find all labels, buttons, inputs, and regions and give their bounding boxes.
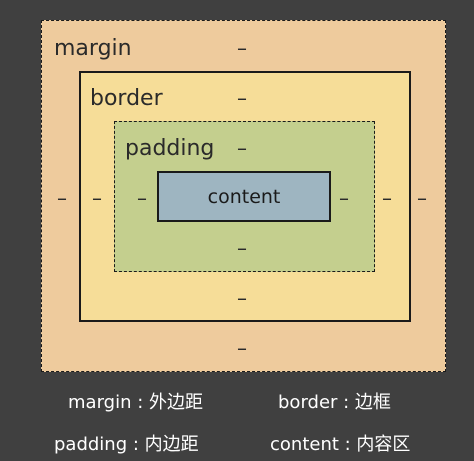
content-label: content — [207, 185, 281, 208]
padding-top-value: – — [237, 136, 247, 160]
legend-content: content : 内容区 — [270, 434, 411, 455]
border-bottom-value: – — [237, 286, 247, 310]
legend-border: border : 边框 — [278, 392, 391, 413]
legend-padding: padding : 内边距 — [54, 434, 199, 455]
margin-right-value: – — [417, 186, 427, 210]
margin-top-value: – — [237, 36, 247, 60]
margin-left-value: – — [57, 186, 67, 210]
padding-label: padding — [125, 136, 215, 161]
padding-right-value: – — [339, 186, 349, 210]
border-right-value: – — [382, 186, 392, 210]
margin-label: margin — [54, 36, 132, 61]
margin-bottom-value: – — [237, 336, 247, 360]
border-top-value: – — [237, 86, 247, 110]
padding-left-value: – — [137, 186, 147, 210]
border-label: border — [90, 86, 163, 111]
border-left-value: – — [92, 186, 102, 210]
padding-bottom-value: – — [237, 236, 247, 260]
content-box: content — [157, 171, 331, 222]
legend-margin: margin : 外边距 — [68, 392, 203, 413]
